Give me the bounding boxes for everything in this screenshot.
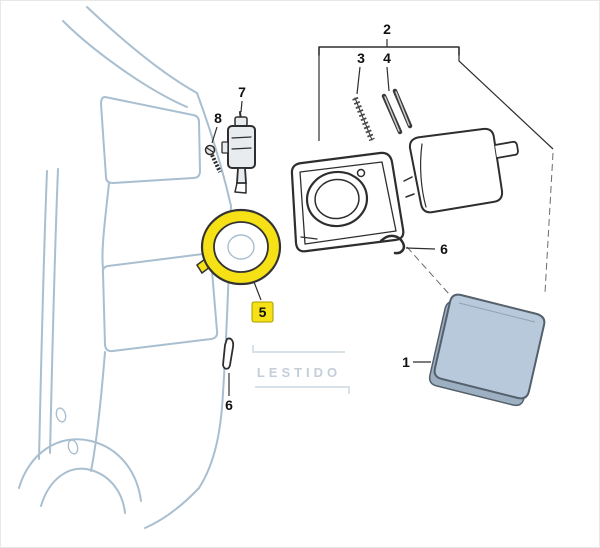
- spring-coils: [352, 96, 375, 142]
- bracket-line: [318, 46, 460, 56]
- fuel-filler-housing: [290, 151, 405, 253]
- actuator-foot: [234, 182, 247, 194]
- actuator-body: [227, 125, 256, 169]
- part-label-4: 4: [383, 50, 391, 66]
- part-label-8: 8: [214, 110, 222, 126]
- label3-leader: [356, 66, 361, 95]
- pin-b-highlight: [395, 91, 410, 126]
- gasket-seal-part5: [195, 208, 282, 286]
- rear-quarter-window: [100, 96, 201, 184]
- watermark-line-bottom: [255, 386, 350, 394]
- flap-inner-line: [420, 143, 427, 208]
- window-to-door-crease: [101, 182, 110, 270]
- part-label-1: 1: [402, 354, 410, 370]
- actuator-side-tab: [221, 141, 229, 154]
- part-label-3: 3: [357, 50, 365, 66]
- housing-inner: [299, 161, 397, 245]
- leader-lines: [253, 66, 390, 301]
- actuator-stem: [236, 167, 247, 184]
- housing-detail-slot: [300, 236, 318, 240]
- wheel-arch-outer: [18, 438, 142, 502]
- hatch-edge-left-outer: [38, 170, 48, 460]
- flap-outline: [408, 127, 504, 214]
- watermark-text: LESTIDO: [257, 365, 341, 380]
- fuel-door-part1: [413, 293, 546, 407]
- label8-leader: [211, 126, 218, 144]
- screw-part8: [204, 126, 222, 173]
- gasket-center-detail: [227, 234, 255, 260]
- housing-detail-hole: [356, 168, 366, 178]
- clip-shape: [222, 337, 235, 370]
- flap-hinge-line-1: [403, 176, 413, 182]
- body-detail-oval-2: [67, 439, 79, 455]
- c-pillar-line: [196, 92, 232, 207]
- part-label-5: 5: [259, 304, 267, 320]
- label6-right-leader: [405, 247, 436, 250]
- part-label-2: 2: [383, 21, 391, 37]
- flap-hinge-line-2: [405, 193, 415, 198]
- rear-lower-line: [144, 487, 200, 529]
- part-label-7: 7: [238, 84, 246, 100]
- flap-open-outline: [403, 127, 519, 214]
- roof-line-lower: [62, 20, 188, 108]
- actuator-part7: [221, 100, 256, 194]
- label4-leader: [386, 66, 390, 92]
- actuator-line-2: [231, 147, 252, 150]
- car-body-outline: [18, 6, 232, 529]
- hook-part6-right: [379, 234, 436, 255]
- sill-crease: [90, 351, 106, 472]
- part-label-5-box: [251, 301, 274, 323]
- bracket-part2: [318, 39, 460, 56]
- part-labels: 2 3 4 7 8 5 6 6 1: [214, 21, 448, 413]
- pin-a-highlight: [384, 96, 400, 132]
- hatch-edge-left-inner: [49, 168, 59, 454]
- spring-pin-part3: [352, 96, 375, 142]
- wheel-arch-inner: [40, 467, 126, 514]
- pins-part4: [381, 88, 413, 135]
- actuator-line-1: [231, 136, 252, 139]
- body-edge-right-lower: [198, 392, 224, 489]
- align-dash-right: [544, 152, 554, 294]
- label5-leader: [253, 281, 262, 301]
- fuel-door-inner-line: [458, 302, 536, 323]
- gasket-ring-inner: [213, 221, 269, 273]
- watermark-line-top: [252, 345, 345, 353]
- fuel-door-face: [433, 293, 546, 400]
- filler-opening-inner: [314, 178, 360, 220]
- screw-slot: [206, 147, 214, 153]
- watermark: LESTIDO: [252, 345, 350, 394]
- roof-line-upper: [86, 6, 198, 94]
- part-label-6-bottom: 6: [225, 397, 233, 413]
- flap-tab: [494, 140, 519, 159]
- hook-shape: [379, 234, 406, 255]
- part-label-6-right: 6: [440, 241, 448, 257]
- clip-part6-bottom: [222, 337, 235, 396]
- body-detail-oval-1: [55, 407, 67, 423]
- screw-shank: [210, 154, 222, 173]
- actuator-cap: [234, 116, 248, 127]
- label7-leader: [240, 100, 243, 113]
